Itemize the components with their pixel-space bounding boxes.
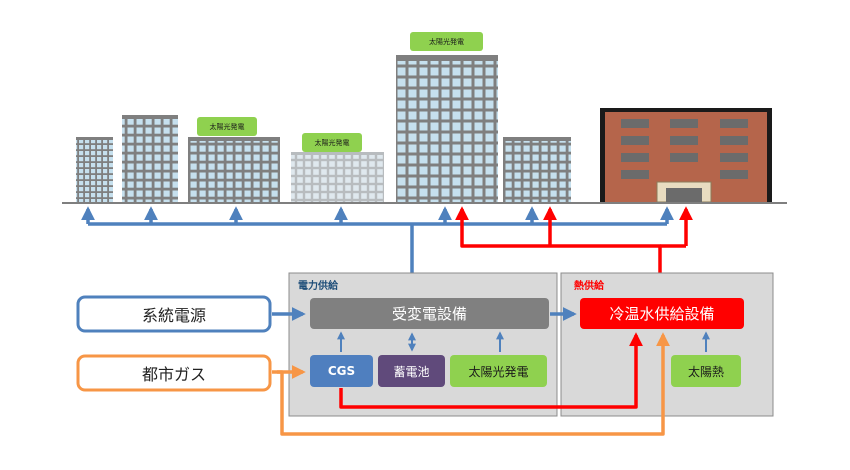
substation-label: 受変電設備 (391, 305, 467, 323)
solar-tag-building-3: 太陽光発電 (197, 117, 257, 136)
building-3 (188, 137, 280, 202)
solar-tag-building-5: 太陽光発電 (410, 32, 483, 51)
cgs-heat-to-chiller-line (339, 332, 643, 409)
solar-power-box (450, 355, 547, 387)
cgs-label: CGS (327, 364, 356, 378)
building-4 (291, 152, 384, 202)
chiller-box (580, 298, 744, 329)
cgs-box (310, 355, 373, 387)
chilled-hot-water-label: 冷温水供給設備 (609, 305, 715, 323)
battery-box (378, 355, 445, 387)
heat-supply-panel (560, 272, 774, 417)
city-gas-label: 都市ガス (141, 365, 206, 384)
building-5 (396, 55, 498, 202)
building-2 (122, 115, 178, 202)
battery-label: 蓄電池 (393, 364, 430, 379)
power-section-title: 電力供給 (298, 281, 338, 292)
solar-heat-label: 太陽熱 (687, 364, 724, 379)
building-7-brick (600, 108, 772, 203)
substation-box (310, 298, 549, 329)
city-gas-box-border (76, 354, 272, 392)
solar-tag-building-4: 太陽光発電 (302, 133, 362, 152)
solar-heat-box (671, 355, 741, 387)
heat-line-b5 (455, 206, 662, 296)
building-1 (76, 137, 113, 202)
solar-power-label: 太陽光発電 (468, 364, 529, 379)
building-6 (503, 137, 571, 202)
power-supply-panel (288, 272, 558, 417)
heat-section-title: 熱供給 (574, 281, 604, 292)
grid-power-label: 系統電源 (141, 306, 206, 325)
gas-to-chiller-line (277, 332, 670, 436)
grid-power-box-border (76, 295, 272, 333)
